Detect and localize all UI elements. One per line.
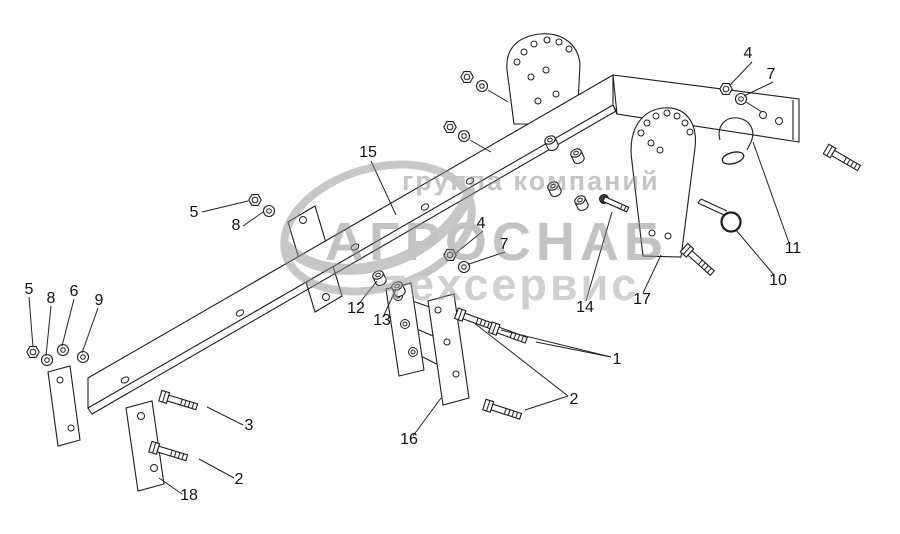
perforated-bracket-upper	[506, 33, 581, 125]
mounting-strap-18	[125, 400, 165, 492]
callout-6: 6	[70, 283, 79, 300]
watermark-logo-swoosh	[280, 186, 476, 275]
callout-12: 12	[347, 300, 365, 317]
callout-10: 10	[769, 272, 787, 289]
callout-9: 9	[95, 292, 104, 309]
bolt-3	[158, 389, 199, 413]
callout-5-far-left: 5	[25, 281, 34, 298]
callout-8-upper-left: 8	[232, 217, 241, 234]
callout-3: 3	[245, 417, 254, 434]
nut-5-far-left	[26, 346, 40, 358]
washer-upper-bracket-b	[457, 129, 471, 143]
callout-2-middle: 2	[570, 391, 579, 408]
callout-8-far-left: 8	[47, 290, 56, 307]
washer-8-upper-left	[262, 204, 276, 218]
washer-6-far-left	[56, 343, 70, 357]
perforated-bracket-right	[630, 107, 696, 258]
lynch-pin-10	[697, 198, 742, 233]
callout-4-middle: 4	[477, 215, 486, 232]
callout-4-top-right: 4	[744, 45, 753, 62]
bolt-right	[822, 143, 863, 174]
callout-11: 11	[785, 240, 802, 257]
watermark: группа компаний АГРОСНАБ техсервис	[280, 160, 668, 310]
mounting-strap-left	[47, 365, 81, 447]
bolt-2-upper	[454, 307, 495, 332]
callout-13: 13	[373, 312, 391, 329]
callout-5-upper-left: 5	[190, 204, 199, 221]
bolt-17	[679, 243, 717, 278]
callout-1: 1	[613, 351, 622, 368]
watermark-company-name: АГРОСНАБ	[325, 212, 668, 272]
shackle-11	[718, 117, 754, 165]
nut-upper-bracket-a	[460, 71, 474, 83]
callout-16: 16	[400, 431, 418, 448]
nut-upper-bracket-b	[443, 121, 457, 133]
watermark-division: техсервис	[384, 259, 639, 310]
callout-17: 17	[633, 291, 651, 308]
bolt-1	[488, 321, 529, 346]
callout-15: 15	[359, 144, 377, 161]
callout-18: 18	[180, 487, 198, 504]
upper-frame-beam	[612, 74, 800, 143]
callout-14: 14	[576, 299, 594, 316]
bolt-2-middle	[482, 398, 523, 423]
washer-9-far-left	[76, 350, 90, 364]
washer-8-far-left	[40, 353, 54, 367]
washer-upper-bracket-a	[475, 79, 489, 93]
callout-2-lower-left: 2	[235, 471, 244, 488]
watermark-company-type: группа компаний	[402, 166, 660, 196]
callout-7-top-right: 7	[767, 66, 776, 83]
nut-5-upper-left	[248, 194, 262, 206]
pin-14	[597, 192, 631, 215]
callout-7-middle: 7	[500, 236, 509, 253]
leader-lines	[28, 61, 790, 495]
